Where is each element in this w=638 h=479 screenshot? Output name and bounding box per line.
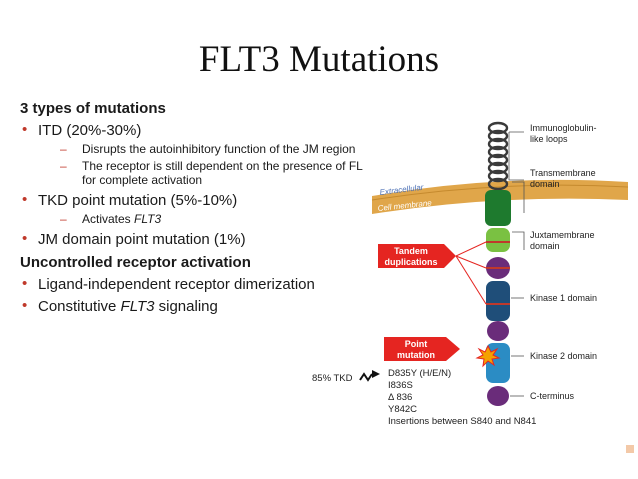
- gene-name: FLT3: [134, 212, 162, 226]
- label-ig-loops-1: Immunoglobulin-: [530, 123, 597, 133]
- kinase-insert-domain: [487, 321, 509, 341]
- label-jm-2: domain: [530, 241, 560, 251]
- mutation-y842c: Y842C: [388, 404, 417, 415]
- heading-uncontrolled: Uncontrolled receptor activation: [20, 254, 251, 271]
- kinase-1-domain: [486, 281, 510, 321]
- mutation-insertions: Insertions between S840 and N841: [388, 416, 536, 427]
- label-kinase-2: Kinase 2 domain: [530, 351, 597, 361]
- mutation-summary: 3 types of mutations ITD (20%-30%) Disru…: [20, 100, 365, 317]
- c-terminus: [487, 386, 509, 406]
- immunoglobulin-loops: [487, 121, 509, 191]
- tandem-label-1: Tandem: [394, 246, 428, 256]
- label-c-terminus: C-terminus: [530, 391, 575, 401]
- point-label-2: mutation: [397, 350, 435, 360]
- mutation-d835y: D835Y (H/E/N): [388, 368, 451, 379]
- tandem-label-2: duplications: [384, 257, 437, 267]
- heading-mutation-types: 3 types of mutations: [20, 100, 166, 117]
- transmembrane-domain: [485, 190, 511, 226]
- point-mutation-star-icon: [475, 344, 501, 368]
- label-jm-1: Juxtamembrane: [530, 230, 595, 240]
- label-tm-1: Transmembrane: [530, 168, 596, 178]
- tkd-sub-text: Activates: [82, 212, 135, 226]
- label-leaders: [508, 131, 525, 397]
- bullet-tkd: TKD point mutation (5%-10%): [20, 191, 365, 209]
- gene-name: FLT3: [120, 298, 155, 315]
- bullet-ligand: Ligand-independent receptor dimerization: [20, 275, 365, 293]
- constitutive-text: Constitutive: [38, 298, 121, 315]
- signaling-text: signaling: [154, 298, 218, 315]
- sub-bullet-itd-2: The receptor is still dependent on the p…: [20, 159, 365, 187]
- label-ig-loops-2: like loops: [530, 134, 568, 144]
- membrane-line: [371, 184, 629, 201]
- mutation-delta836: Δ 836: [388, 392, 412, 403]
- bullet-jm: JM domain point mutation (1%): [20, 230, 365, 248]
- slide-title: FLT3 Mutations: [198, 39, 440, 80]
- tkd-arrow-head-icon: [372, 370, 380, 378]
- tandem-duplications-callout: [378, 244, 456, 268]
- tkd-arrow-icon: [359, 372, 373, 382]
- sub-bullet-itd-1: Disrupts the autoinhibitory function of …: [20, 142, 365, 156]
- juxtamembrane-domain: [486, 228, 510, 252]
- tandem-arrows: [455, 241, 487, 305]
- point-label-1: Point: [405, 339, 428, 349]
- bullet-itd: ITD (20%-30%): [20, 121, 365, 139]
- sub-bullet-tkd: Activates FLT3: [20, 212, 365, 226]
- label-tm-2: domain: [530, 179, 560, 189]
- point-mutation-callout: [384, 337, 460, 361]
- label-kinase-1: Kinase 1 domain: [530, 293, 597, 303]
- mutation-i836s: I836S: [388, 380, 413, 391]
- corner-decoration: [626, 445, 634, 453]
- tkd-percent-label: 85% TKD: [312, 373, 353, 384]
- bullet-constitutive: Constitutive FLT3 signaling: [20, 297, 365, 315]
